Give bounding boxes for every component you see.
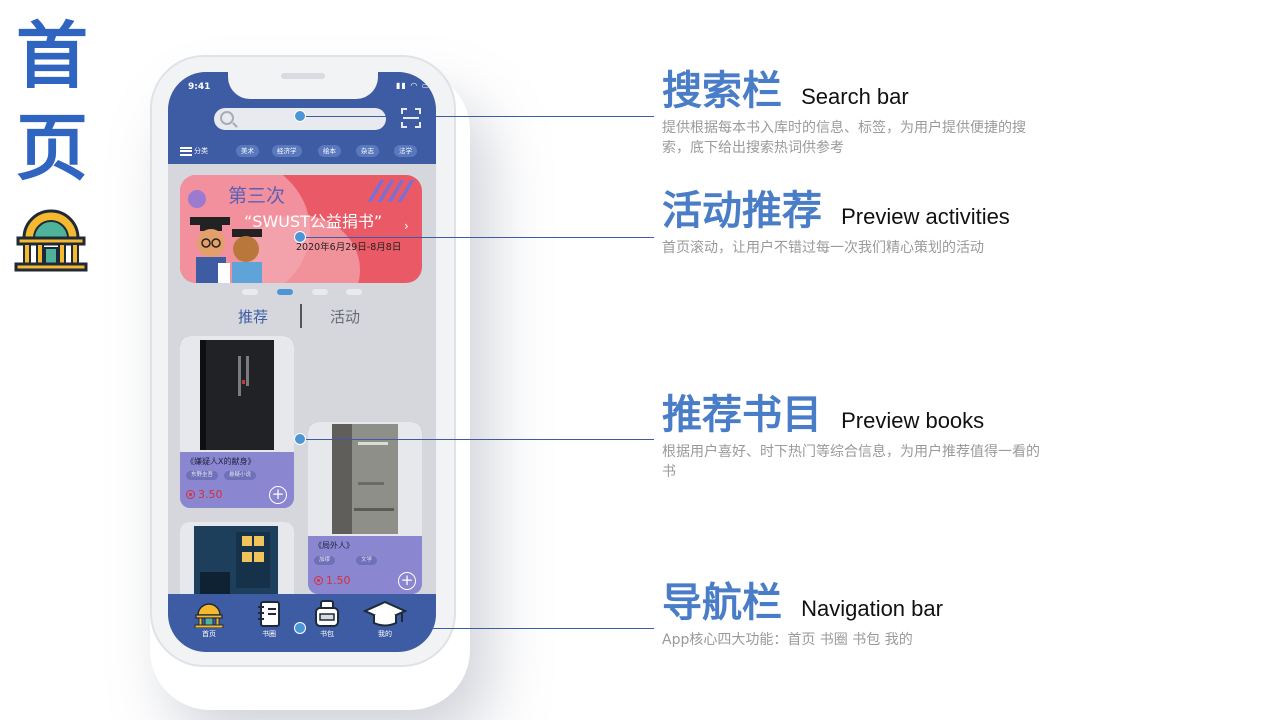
students-illustration	[190, 217, 262, 283]
callout-search-bar: 搜索栏 Search bar 提供根据每本书入库时的信息、标签，为用户提供便捷的…	[662, 58, 1162, 158]
category-menu-button[interactable]: 分类	[180, 144, 208, 158]
book-tag[interactable]: 东野圭吾	[186, 471, 219, 480]
nav-label: 书包	[320, 630, 334, 638]
book-card[interactable]: 《嫌疑人X的献身》 东野圭吾 悬疑小说 3.50 +	[180, 336, 294, 508]
book-tag[interactable]: 悬疑小说	[224, 471, 257, 480]
pagination-dot[interactable]	[346, 289, 362, 295]
book-cover-image	[200, 340, 274, 450]
callout-line-books	[300, 439, 654, 440]
pagination-dot[interactable]	[312, 289, 328, 295]
tab-divider	[300, 304, 302, 328]
page-title: 首 页	[12, 10, 92, 272]
callout-pin-books	[294, 433, 306, 445]
book-price: 1.50	[314, 574, 351, 587]
callout-description: App核心四大功能：首页 书圈 书包 我的	[662, 632, 913, 648]
callout-preview-books: 推荐书目 Preview books 根据用户喜好、时下热门等综合信息，为用户推…	[662, 382, 1162, 482]
callout-preview-activities: 活动推荐 Preview activities 首页滚动，让用户不错过每一次我们…	[662, 178, 1162, 258]
category-chip[interactable]: 绘本	[318, 145, 341, 157]
library-home-icon	[194, 603, 224, 628]
nav-label: 首页	[202, 630, 216, 638]
callout-line-activities	[300, 237, 654, 238]
category-chip[interactable]: 美术	[236, 145, 259, 157]
callout-title-en: Preview books	[841, 408, 985, 433]
page-title-char-1: 首	[15, 14, 88, 98]
callout-title-en: Navigation bar	[801, 596, 943, 621]
callout-title-en: Preview activities	[841, 204, 1010, 229]
callout-title-cn: 推荐书目	[662, 392, 822, 438]
banner-decoration	[188, 190, 206, 208]
banner-pagination	[242, 288, 362, 296]
scan-icon[interactable]	[401, 108, 421, 128]
category-chip[interactable]: 经济学	[272, 145, 302, 157]
nav-label: 书圈	[262, 630, 276, 638]
callout-description: 提供根据每本书入库时的信息、标签，为用户提供便捷的搜索，底下给出搜索热词供参考	[662, 120, 1026, 156]
callout-description: 根据用户喜好、时下热门等综合信息，为用户推荐值得一看的书	[662, 444, 1040, 480]
banner-decoration	[367, 180, 420, 204]
book-bag-icon	[315, 600, 339, 627]
book-price: 3.50	[186, 488, 223, 501]
book-title: 《局外人》	[314, 541, 354, 550]
book-card[interactable]: 《局外人》 加缪 文学 1.50 +	[308, 422, 422, 594]
banner-next-icon[interactable]: ›	[404, 219, 409, 233]
search-icon	[220, 111, 234, 125]
banner-date: 2020年6月29日-8月8日	[296, 242, 402, 253]
status-icons: ▮▮ ◠ ▭	[396, 81, 431, 90]
book-price-value: 1.50	[326, 574, 351, 587]
book-cover-image	[332, 424, 398, 534]
callout-pin-search	[294, 110, 306, 122]
add-to-bag-button[interactable]: +	[398, 572, 416, 590]
book-cover-area	[308, 422, 422, 536]
book-cover-area	[180, 336, 294, 452]
banner-title: 第三次	[228, 185, 286, 207]
graduation-cap-icon	[363, 600, 407, 627]
callout-title-cn: 活动推荐	[662, 188, 822, 234]
add-to-bag-button[interactable]: +	[269, 486, 287, 504]
callout-navigation-bar: 导航栏 Navigation bar App核心四大功能：首页 书圈 书包 我的	[662, 570, 1162, 650]
category-chip[interactable]: 法学	[394, 145, 417, 157]
book-price-value: 3.50	[198, 488, 223, 501]
tab-activities[interactable]: 活动	[330, 308, 361, 326]
pagination-dot-active[interactable]	[277, 289, 293, 295]
callout-title-en: Search bar	[801, 84, 909, 109]
callout-title-cn: 搜索栏	[662, 68, 782, 114]
callout-description: 首页滚动，让用户不错过每一次我们精心策划的活动	[662, 240, 984, 256]
status-time: 9:41	[188, 82, 211, 92]
notebook-icon	[258, 601, 280, 627]
coin-icon	[314, 576, 323, 585]
book-tag[interactable]: 文学	[356, 556, 378, 565]
category-menu-label: 分类	[194, 147, 208, 155]
library-building-icon	[14, 209, 88, 272]
coin-icon	[186, 490, 195, 499]
nav-item-circle[interactable]: 书圈	[244, 600, 294, 650]
phone-notch	[228, 65, 378, 99]
callout-line-navigation	[300, 628, 654, 629]
banner-subtitle: “SWUST公益捐书”	[244, 212, 383, 231]
tab-recommend[interactable]: 推荐	[238, 308, 269, 326]
book-title: 《嫌疑人X的献身》	[186, 457, 256, 466]
phone-speaker	[281, 73, 325, 79]
nav-item-profile[interactable]: 我的	[360, 600, 410, 650]
menu-icon	[180, 146, 192, 156]
category-bar: 分类 美术 经济学 绘本 杂志 法学	[180, 144, 430, 158]
nav-item-home[interactable]: 首页	[184, 600, 234, 650]
category-chip[interactable]: 杂志	[356, 145, 379, 157]
pagination-dot[interactable]	[242, 289, 258, 295]
content-tabs: 推荐 活动	[228, 304, 378, 328]
phone-screen: 9:41 ▮▮ ◠ ▭ 分类 美术 经济学 绘本 杂志 法学 第三次 “SWUS…	[168, 72, 436, 652]
callout-title-cn: 导航栏	[662, 580, 782, 626]
nav-item-bag[interactable]: 书包	[302, 600, 352, 650]
callout-pin-activities	[294, 231, 306, 243]
callout-pin-navigation	[294, 622, 306, 634]
callout-line-search	[300, 116, 654, 117]
book-tag[interactable]: 加缪	[314, 556, 336, 565]
page-title-char-2: 页	[15, 106, 88, 190]
activity-banner[interactable]: 第三次 “SWUST公益捐书” 2020年6月29日-8月8日 ›	[180, 175, 422, 283]
nav-label: 我的	[378, 630, 392, 638]
